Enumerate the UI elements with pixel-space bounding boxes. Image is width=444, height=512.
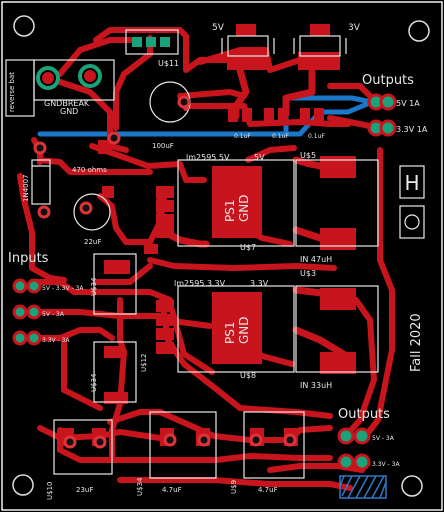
label-47uf-b: 4.7uF [258,486,278,494]
label-out-33v: 3.3V 1A [396,125,428,134]
label-gnd-b: GND [237,316,251,344]
label-ps1-b: PS1 [223,322,237,345]
label-1n4007: 1N4007 [22,174,30,202]
logo-letter-h: H [404,171,419,195]
label-in-c: 3.3V - 3A [42,337,70,344]
label-us11: U$11 [158,59,179,68]
label-out-b2: 3.3V - 3A [372,461,400,468]
silkscreen: H [5,29,425,499]
label-in33: IN 33uH [300,381,332,390]
label-gnd-a: GND [237,194,251,222]
label-22uf: 22uF [84,238,101,246]
label-lm-5v-out: 5V [254,153,265,162]
label-in-a: 5V - 3.3V - 3A [42,285,84,292]
label-lm-33v-out: 3.3V [250,279,269,288]
label-cap-01a: 0.1uF [234,133,251,140]
label-us34-c: U$34 [136,477,144,496]
label-us5: U$5 [300,151,316,160]
label-lm2595-33v: lm2595 3.3V [174,279,226,288]
label-us12: U$12 [140,354,148,372]
label-inputs: Inputs [8,251,49,266]
label-sw-5v: 5V [212,23,225,33]
label-47uf: 4.7uF [162,486,182,494]
label-23uf: 23uF [76,486,93,494]
label-us7: U$7 [240,243,256,252]
label-ps1-a: PS1 [223,200,237,223]
label-gnd: GND [60,107,78,116]
label-cap-01b: 0.1uF [272,133,289,140]
label-outputs-bottom: Outputs [338,407,390,422]
label-fall-2020: Fall 2020 [409,313,424,372]
label-sw-3v: 3V [348,23,361,33]
labels: 5V 3V Outputs 5V 1A 3.3V 1A reverse bat … [8,23,428,500]
mounting-holes [12,15,430,497]
label-reverse-bat: reverse bat [8,72,16,112]
label-outputs-top: Outputs [362,73,414,88]
label-gndbreak: GNDBREAK [44,99,90,108]
label-out-b1: 5V - 3A [372,435,395,442]
label-us34-a: U$34 [90,277,98,296]
label-out-5v: 5V 1A [396,99,420,108]
label-100uf: 100uF [152,142,174,150]
label-in-b: 5V - 3A [42,311,65,318]
label-us34-b: U$34 [90,373,98,392]
label-us8: U$8 [240,371,256,380]
smd-pads [60,24,356,446]
label-in47: IN 47uH [300,255,332,264]
label-us10: U$10 [46,482,54,500]
label-us9: U$9 [230,480,238,494]
label-lm2595-5v: lm2595 5V [186,153,230,162]
label-470-ohms: 470 ohms [72,166,107,174]
through-hole-pads [12,37,397,471]
label-us3: U$3 [300,269,316,278]
label-cap-01c: 0.1uF [308,133,325,140]
